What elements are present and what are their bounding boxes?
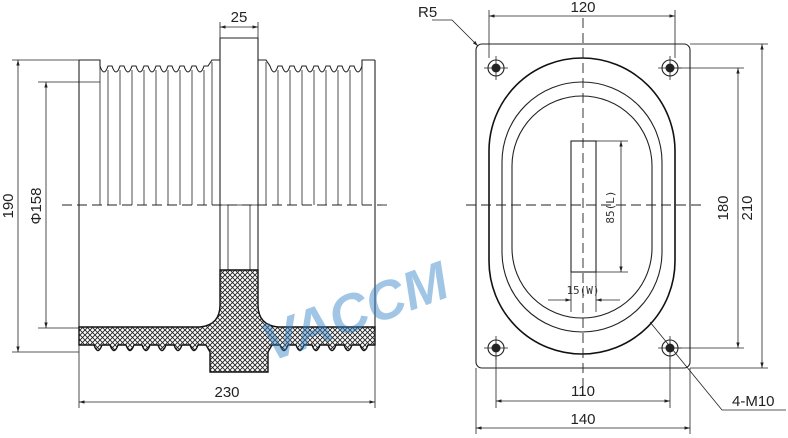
dim-bottom-width: 230 [214,384,239,401]
dim-outer-height: 210 [739,195,756,220]
watermark-logo: VACCM [254,250,458,373]
dim-hole-spacing: 110 [571,383,595,400]
bolt-spec-label: 4-M10 [732,393,775,410]
front-view: R5 120 85(L) 15(W) 180 210 110 140 [418,0,786,434]
dim-diameter: Φ158 [28,188,45,225]
dim-base-width: 140 [570,411,595,428]
dim-top-width-front: 120 [570,0,595,16]
dim-slot-length: 85(L) [604,190,617,223]
side-view: 25 190 Φ158 230 [0,9,392,408]
dim-slot-width: 15(W) [566,284,599,297]
dim-inner-height: 180 [715,195,732,220]
dim-top-width: 25 [231,9,248,26]
dim-height: 190 [0,193,17,218]
dim-radius: R5 [418,4,437,21]
